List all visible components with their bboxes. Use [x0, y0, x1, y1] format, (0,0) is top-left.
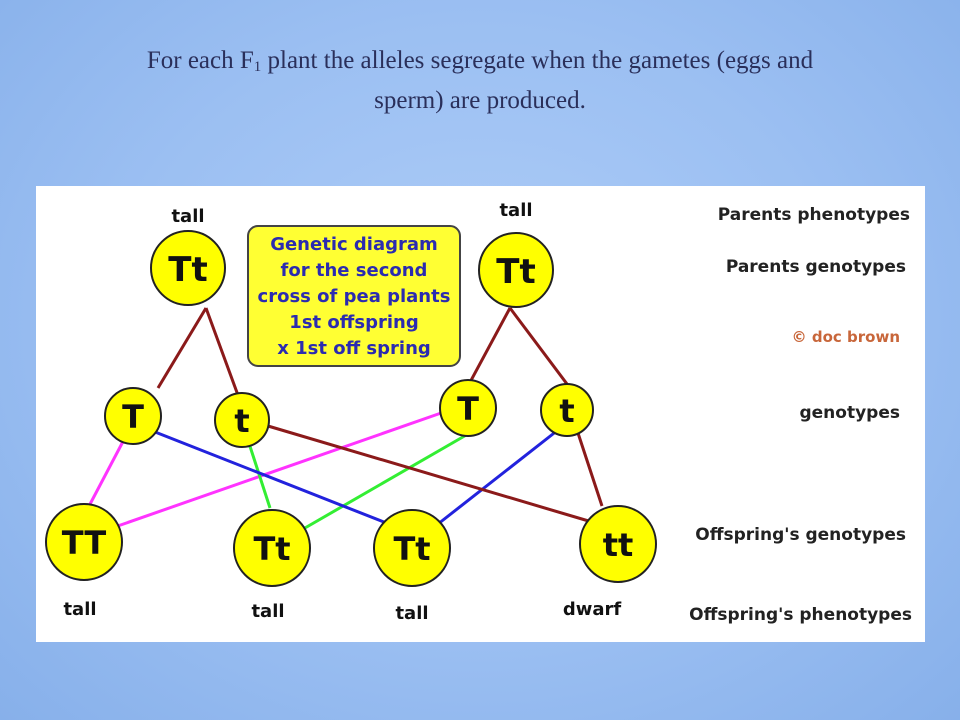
- parent2-genotype: Tt: [496, 252, 535, 292]
- label-parents-phenotypes: Parents phenotypes: [718, 205, 910, 225]
- gamete4-allele: t: [559, 392, 574, 430]
- parent2-phenotype: tall: [499, 200, 532, 221]
- offspring2-phenotype: tall: [251, 601, 284, 622]
- offspring3-genotype: Tt: [393, 530, 430, 568]
- caption-line-2: for the second: [281, 260, 428, 281]
- copyright-label: © doc brown: [792, 328, 900, 346]
- caption-line-3: cross of pea plants: [258, 286, 451, 307]
- label-offspring-genotypes: Offspring's genotypes: [695, 525, 906, 545]
- connection-lines: [86, 307, 604, 534]
- title-subscript: 1: [253, 59, 262, 75]
- line-gamete4-offspring3-blue: [437, 428, 559, 526]
- gamete2-node: t: [214, 392, 270, 448]
- label-genotypes: genotypes: [799, 403, 900, 423]
- genetic-diagram-panel: Genetic diagram for the second cross of …: [36, 186, 925, 642]
- offspring2-node: Tt: [233, 509, 311, 587]
- gamete3-node: T: [439, 379, 497, 437]
- offspring3-node: Tt: [373, 509, 451, 587]
- parent1-genotype: Tt: [168, 250, 207, 290]
- title-part1: For each F: [146, 47, 254, 74]
- line-gamete2-offspring4-brown: [267, 424, 593, 524]
- slide-title: For each F1 plant the alleles segregate …: [0, 44, 960, 117]
- caption-box: Genetic diagram for the second cross of …: [247, 225, 461, 367]
- line-gamete3-offspring2-green: [297, 432, 469, 534]
- label-parents-genotypes: Parents genotypes: [726, 257, 906, 277]
- title-part2: plant the alleles segregate when the gam…: [261, 47, 814, 74]
- line-parent2-gamete4: [508, 307, 569, 385]
- gamete2-allele: t: [234, 402, 249, 440]
- offspring4-phenotype: dwarf: [563, 599, 622, 620]
- caption-line-4: 1st offspring: [289, 312, 418, 333]
- gamete1-node: T: [104, 387, 162, 445]
- line-parent1-gamete2: [204, 307, 241, 399]
- title-line2: sperm) are produced.: [374, 87, 586, 114]
- gamete4-node: t: [540, 383, 594, 437]
- gamete3-allele: T: [457, 390, 479, 428]
- offspring2-genotype: Tt: [253, 530, 290, 568]
- line-gamete4-offspring4-brown: [575, 429, 604, 507]
- offspring1-phenotype: tall: [63, 599, 96, 620]
- line-parent2-gamete3: [466, 307, 512, 387]
- offspring1-genotype: TT: [62, 524, 107, 562]
- line-gamete3-offspring1-magenta: [111, 410, 445, 530]
- parent2-node: Tt: [478, 232, 554, 308]
- caption-line-1: Genetic diagram: [270, 234, 438, 255]
- line-gamete1-offspring1-magenta: [86, 431, 130, 509]
- offspring1-node: TT: [45, 503, 123, 581]
- offspring4-genotype: tt: [603, 526, 634, 564]
- line-parent1-gamete1: [156, 307, 208, 389]
- line-gamete1-offspring3-blue: [149, 428, 395, 528]
- gamete1-allele: T: [122, 398, 144, 436]
- label-offspring-phenotypes: Offspring's phenotypes: [689, 605, 912, 625]
- parent1-node: Tt: [150, 230, 226, 306]
- parent1-phenotype: tall: [171, 206, 204, 227]
- offspring3-phenotype: tall: [395, 603, 428, 624]
- caption-line-5: x 1st off spring: [277, 338, 431, 359]
- genetic-diagram: Genetic diagram for the second cross of …: [45, 200, 912, 625]
- offspring4-node: tt: [579, 505, 657, 583]
